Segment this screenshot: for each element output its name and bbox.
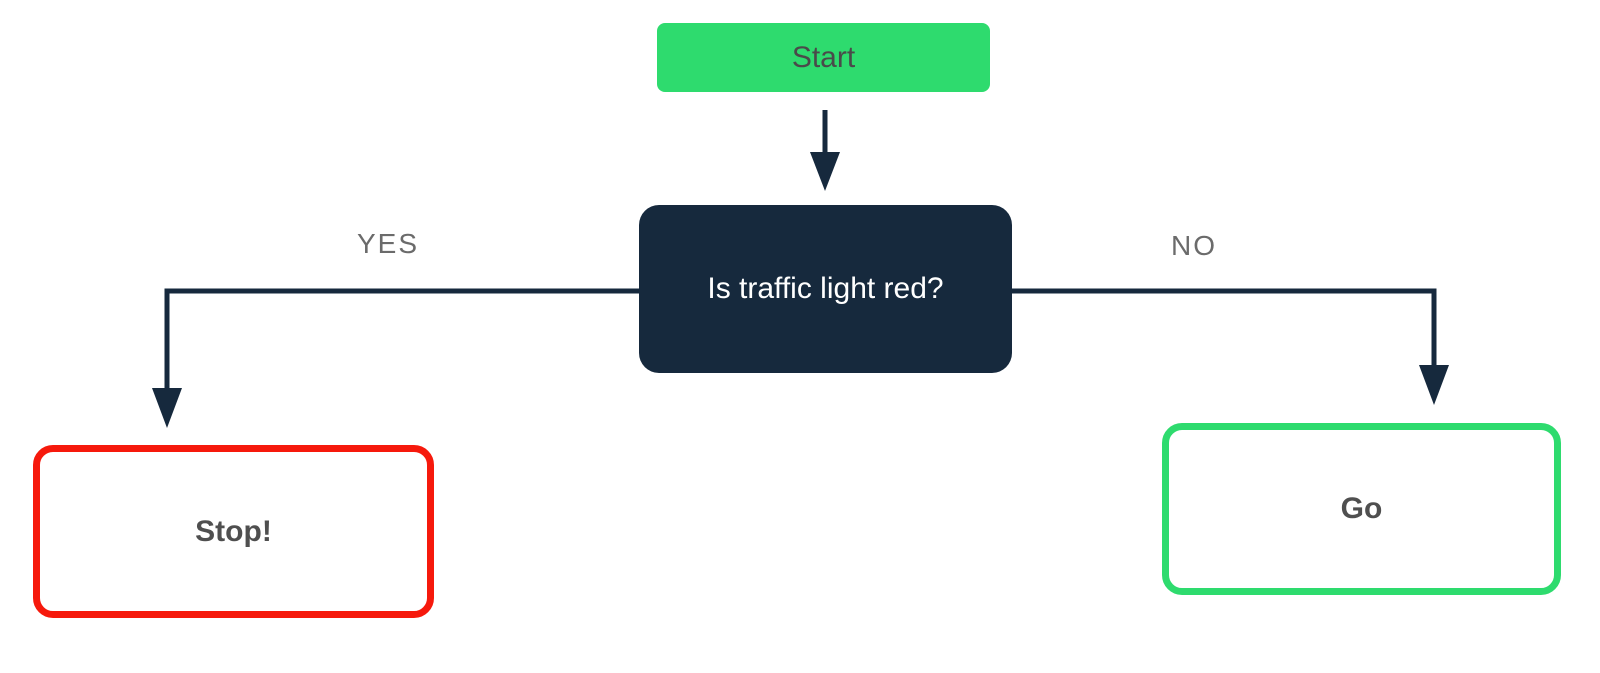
node-stop[interactable]: Stop!	[33, 445, 434, 618]
node-stop-label: Stop!	[195, 514, 272, 548]
edge-no	[1010, 288, 1449, 405]
node-decision[interactable]: Is traffic light red?	[639, 205, 1012, 373]
arrowhead-down-icon	[810, 152, 840, 191]
edge-label-no: NO	[1171, 230, 1217, 261]
arrowhead-down-icon	[152, 388, 182, 428]
node-start-label: Start	[791, 40, 856, 74]
node-go[interactable]: Go	[1162, 423, 1561, 595]
edge-yes	[152, 288, 641, 428]
arrowhead-down-icon	[1419, 365, 1449, 405]
node-start[interactable]: Start	[657, 23, 990, 92]
edge-yes-line	[164, 288, 641, 390]
edge-label-yes: YES	[356, 228, 420, 259]
node-decision-label: Is traffic light red?	[707, 272, 944, 305]
node-go-label: Go	[1340, 492, 1383, 525]
edge-no-line	[1010, 288, 1437, 367]
edge-start-to-decision	[810, 110, 840, 191]
